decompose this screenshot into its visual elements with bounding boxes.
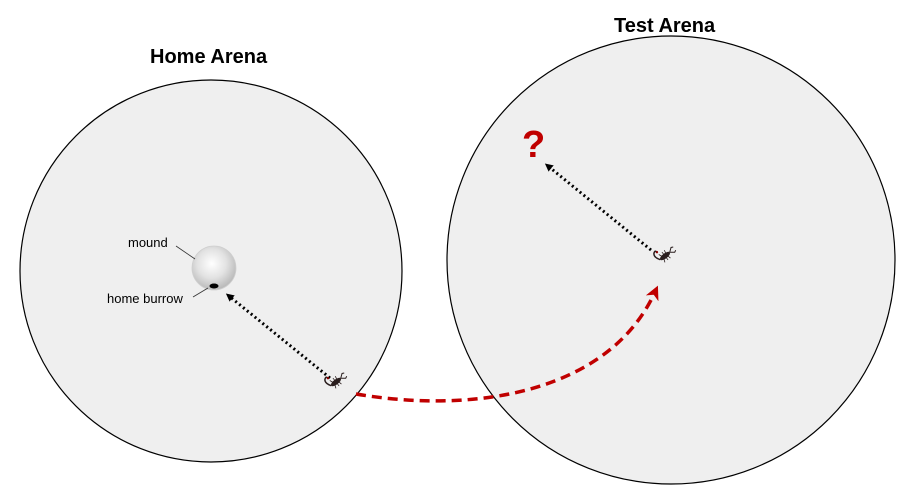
- transfer-arrow: [355, 285, 659, 403]
- home-burrow: [209, 283, 219, 289]
- unknown-destination-marker: ?: [522, 124, 546, 166]
- home-burrow-label: home burrow: [107, 291, 183, 306]
- mound-label: mound: [128, 235, 168, 250]
- test-arena-circle: [446, 35, 896, 485]
- scorpion-icon: [653, 246, 677, 263]
- test-arena-title: Test Arena: [614, 15, 716, 37]
- burrow-leader-line: [192, 287, 209, 298]
- mound: [191, 245, 237, 291]
- mound-leader-line: [175, 245, 196, 260]
- test-path-arrow: [544, 163, 652, 252]
- home-path-arrow: [225, 293, 331, 380]
- scorpion-icon: [324, 372, 348, 389]
- home-arena-title: Home Arena: [150, 46, 268, 68]
